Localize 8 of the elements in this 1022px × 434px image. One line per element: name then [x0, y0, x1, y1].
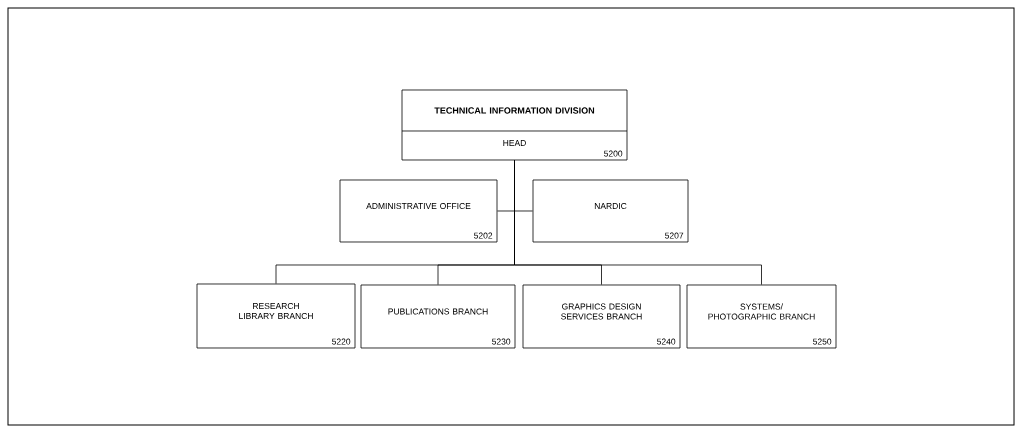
org-box: NARDIC 5207 — [532, 179, 689, 243]
org-box: ADMINISTRATIVE OFFICE 5202 — [339, 179, 498, 243]
org-box: SYSTEMS/ PHOTOGRAPHIC BRANCH 5250 — [686, 284, 837, 349]
org-box: TECHNICAL INFORMATION DIVISION HEAD 5200 — [401, 89, 628, 161]
org-box: PUBLICATIONS BRANCH 5230 — [360, 284, 516, 349]
org-box: RESEARCH LIBRARY BRANCH 5220 — [196, 283, 356, 349]
org-box: GRAPHICS DESIGN SERVICES BRANCH 5240 — [522, 284, 681, 349]
connector-line — [514, 160, 762, 285]
